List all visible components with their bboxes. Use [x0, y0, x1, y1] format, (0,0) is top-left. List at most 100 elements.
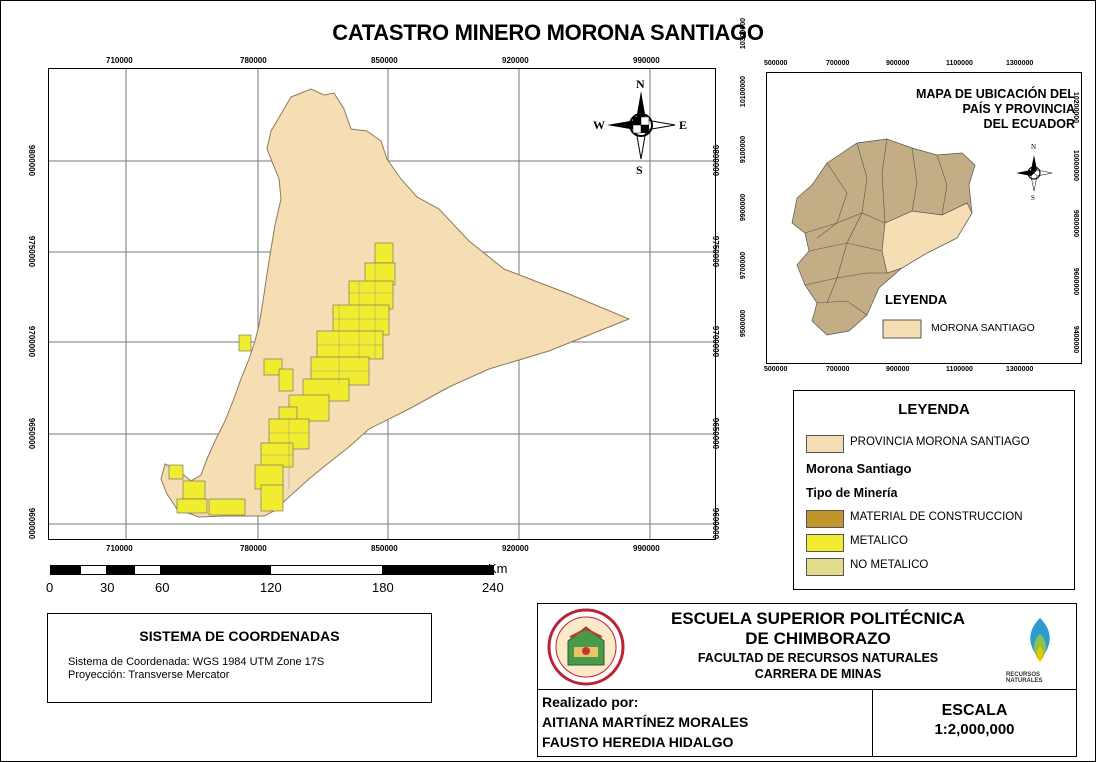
y-tick-right: 9750000 [711, 235, 721, 268]
main-map-canvas [49, 69, 715, 539]
inset-y-tick-right: 10000000 [1072, 149, 1080, 182]
scale-label: 240 [482, 580, 504, 595]
inset-x-tick-top: 1300000 [1006, 60, 1034, 67]
x-tick-top: 850000 [371, 56, 398, 65]
inset-map-canvas [791, 138, 1053, 339]
inset-x-tick-top: 700000 [826, 60, 850, 67]
y-tick-left: 9700000 [27, 325, 37, 358]
inset-y-tick-left: 10300000 [740, 17, 748, 50]
inset-y-tick-right: 9800000 [1072, 209, 1080, 238]
inset-north-arrow-icon [1016, 155, 1053, 192]
coord-system-line2: Proyección: Transverse Mercator [68, 669, 230, 681]
x-tick-top: 780000 [240, 56, 267, 65]
legend-subgroup: Tipo de Minería [806, 486, 898, 500]
inset-y-tick-right: 9600000 [1072, 267, 1080, 296]
legend-swatch-province [806, 435, 844, 453]
inset-legend-swatch [882, 319, 922, 339]
scale-bar [50, 565, 494, 575]
coord-system-box: SISTEMA DE COORDENADAS Sistema de Coorde… [47, 613, 432, 703]
y-tick-right: 9800000 [711, 144, 721, 177]
scale-label: 0 [46, 580, 54, 595]
inset-title-line: PAÍS Y PROVINCIA [962, 102, 1075, 116]
legend-swatch-material [806, 510, 844, 528]
authors-label: Realizado por: [542, 694, 639, 710]
inset-y-tick-left: 9100000 [740, 135, 748, 164]
coord-system-title: SISTEMA DE COORDENADAS [139, 628, 340, 644]
x-tick-top: 710000 [106, 56, 133, 65]
inset-legend-item: MORONA SANTIAGO [931, 322, 1035, 334]
legend-group: Morona Santiago [806, 461, 912, 476]
legend-label-province: PROVINCIA MORONA SANTIAGO [850, 436, 1030, 448]
inset-legend-title: LEYENDA [885, 292, 948, 307]
inset-morona-santiago [881, 202, 973, 274]
inset-s-label: S [1031, 194, 1035, 202]
recursos-logo-text: RECURSOS NATURALES [1006, 672, 1043, 684]
author-name: FAUSTO HEREDIA HIDALGO [542, 734, 734, 750]
inset-y-tick-right: 9400000 [1072, 325, 1080, 354]
south-label: S [636, 163, 643, 177]
legend-box: LEYENDA PROVINCIA MORONA SANTIAGO Morona… [793, 390, 1075, 590]
institution-line4: CARRERA DE MINAS [754, 667, 882, 681]
province-morona-santiago [160, 88, 631, 518]
y-tick-left: 9800000 [27, 144, 37, 177]
legend-label-material: MATERIAL DE CONSTRUCCION [850, 511, 1023, 523]
inset-provinces [804, 138, 948, 316]
scale-box: ESCALA 1:2,000,000 [872, 689, 1077, 757]
inset-y-tick-left: 9700000 [740, 251, 748, 280]
y-tick-left: 9750000 [27, 235, 37, 268]
north-label: N [636, 77, 645, 91]
inset-x-tick-bottom: 700000 [826, 366, 850, 373]
inset-x-tick-top: 500000 [764, 60, 788, 67]
y-tick-left: 9600000 [27, 507, 37, 540]
espoch-logo-icon [547, 608, 625, 686]
inset-title-line: DEL ECUADOR [983, 117, 1075, 131]
inset-title-line: MAPA DE UBICACIÓN DEL [915, 87, 1075, 101]
scale-label: 60 [155, 580, 170, 595]
institution-line1: ESCUELA SUPERIOR POLITÉCNICA [670, 609, 966, 628]
inset-x-tick-bottom: 1300000 [1006, 366, 1034, 373]
y-tick-right: 9700000 [711, 325, 721, 358]
authors-box: Realizado por: AITIANA MARTÍNEZ MORALES … [537, 689, 874, 757]
inset-x-tick-bottom: 500000 [764, 366, 788, 373]
x-tick-bottom: 780000 [240, 544, 267, 553]
scale-label: 120 [260, 580, 282, 595]
inset-x-tick-bottom: 900000 [886, 366, 910, 373]
y-tick-right: 9600000 [711, 507, 721, 540]
coord-system-line1: Sistema de Coordenada: WGS 1984 UTM Zone… [68, 656, 325, 668]
legend-swatch-no-metalico [806, 558, 844, 576]
author-name: AITIANA MARTÍNEZ MORALES [542, 714, 749, 730]
east-label: E [679, 118, 688, 132]
inset-map: MAPA DE UBICACIÓN DEL PAÍS Y PROVINCIA D… [766, 72, 1082, 364]
x-tick-bottom: 990000 [633, 544, 660, 553]
scale-label: 180 [372, 580, 394, 595]
inset-y-tick-right: 10200000 [1072, 91, 1080, 124]
inset-y-tick-left: 10100000 [740, 75, 748, 108]
map-title: CATASTRO MINERO MORONA SANTIAGO [332, 20, 764, 45]
inset-x-tick-top: 900000 [886, 60, 910, 67]
scale-value: 1:2,000,000 [934, 721, 1015, 738]
scale-title: ESCALA [941, 702, 1008, 719]
west-label: W [593, 118, 605, 132]
x-tick-top: 920000 [502, 56, 529, 65]
legend-label-no-metalico: NO METALICO [850, 559, 929, 571]
recursos-naturales-logo-icon [1030, 618, 1050, 662]
x-tick-bottom: 920000 [502, 544, 529, 553]
legend-swatch-metalico [806, 534, 844, 552]
x-tick-top: 990000 [633, 56, 660, 65]
inset-n-label: N [1031, 143, 1037, 151]
y-tick-right: 9650000 [711, 417, 721, 450]
inset-y-tick-left: 9500000 [740, 309, 748, 338]
institution-line2: DE CHIMBORAZO [745, 629, 891, 648]
y-tick-left: 9650000 [27, 417, 37, 450]
institution-line3: FACULTAD DE RECURSOS NATURALES [697, 651, 939, 665]
main-map: N S E W [48, 68, 716, 540]
x-tick-bottom: 710000 [106, 544, 133, 553]
inset-x-tick-bottom: 1100000 [946, 366, 973, 373]
inset-y-tick-left: 9900000 [740, 193, 748, 222]
north-arrow-icon [607, 91, 676, 160]
scale-label: 30 [100, 580, 115, 595]
inset-x-tick-top: 1100000 [946, 60, 973, 67]
inset-title: MAPA DE UBICACIÓN DEL PAÍS Y PROVINCIA D… [916, 87, 1075, 132]
legend-label-metalico: METALICO [850, 535, 908, 547]
legend-title: LEYENDA [898, 401, 970, 418]
